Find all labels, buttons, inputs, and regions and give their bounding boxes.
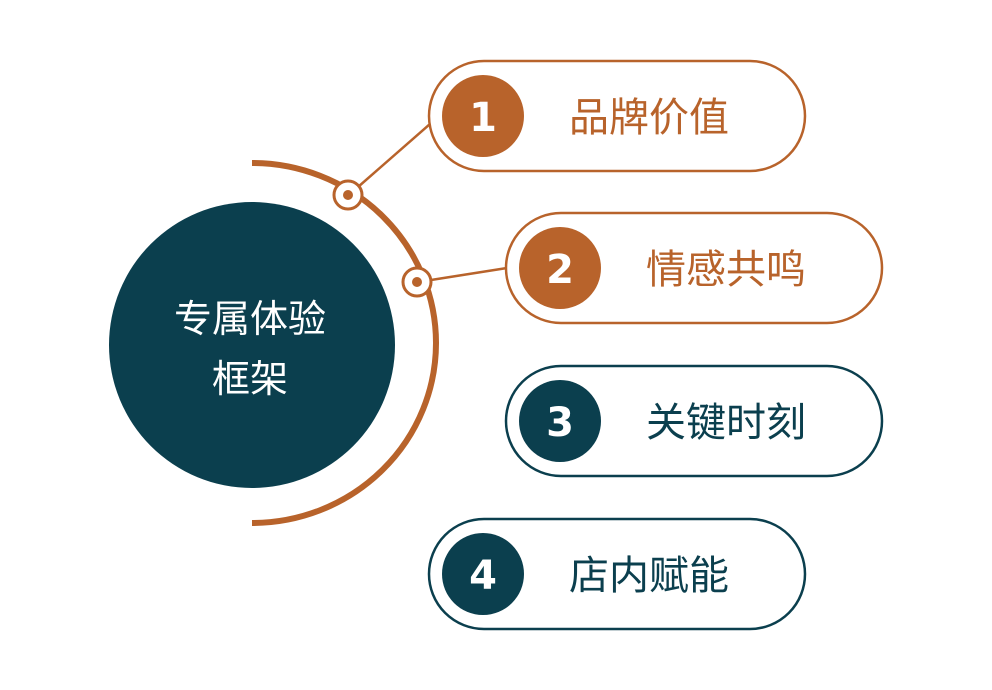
item-number: 4 bbox=[469, 553, 497, 599]
item-pill-1: 1 品牌价值 bbox=[427, 59, 807, 173]
center-title-line1: 专属体验 bbox=[174, 297, 326, 341]
center-circle bbox=[109, 202, 395, 488]
connector-2 bbox=[430, 266, 508, 282]
item-pill-4: 4 店内赋能 bbox=[427, 517, 807, 631]
node-dot-2 bbox=[401, 266, 433, 298]
node-dot-1 bbox=[332, 179, 364, 211]
pill-outline bbox=[504, 211, 884, 325]
item-label: 关键时刻 bbox=[646, 400, 806, 446]
number-badge bbox=[442, 75, 524, 157]
item-number: 2 bbox=[546, 247, 574, 293]
pill-outline bbox=[427, 59, 807, 173]
item-number: 3 bbox=[546, 400, 574, 446]
pill-outline bbox=[504, 364, 884, 478]
item-number: 1 bbox=[469, 95, 497, 141]
center-title-line2: 框架 bbox=[212, 357, 288, 401]
number-badge bbox=[519, 380, 601, 462]
item-pill-2: 2 情感共鸣 bbox=[504, 211, 884, 325]
item-label: 品牌价值 bbox=[569, 95, 729, 141]
item-label: 情感共鸣 bbox=[646, 247, 806, 293]
number-badge bbox=[519, 227, 601, 309]
pill-outline bbox=[427, 517, 807, 631]
item-pill-3: 3 关键时刻 bbox=[504, 364, 884, 478]
connector-1 bbox=[357, 123, 431, 188]
item-label: 店内赋能 bbox=[569, 553, 729, 599]
number-badge bbox=[442, 533, 524, 615]
